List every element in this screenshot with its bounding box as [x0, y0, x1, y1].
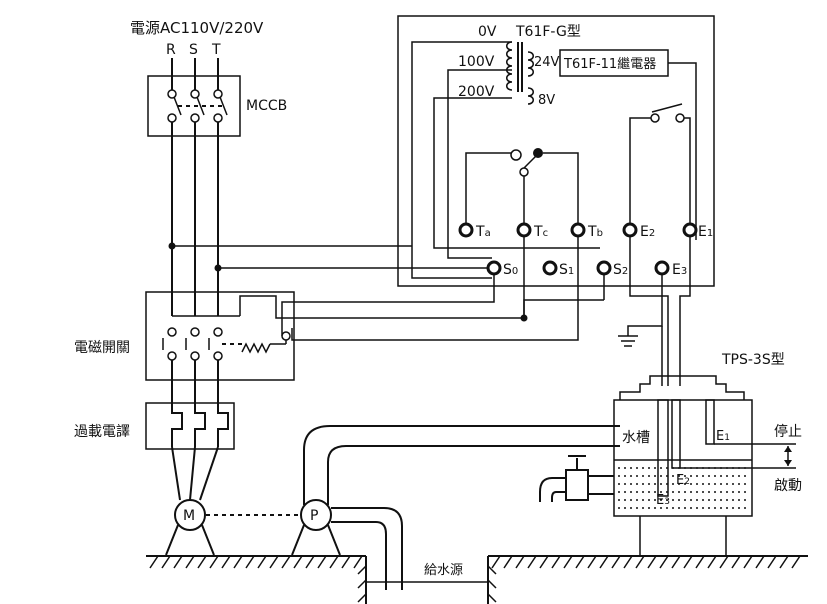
level-markers — [680, 443, 796, 469]
magnetic-contactor — [145, 291, 295, 381]
terminal-e1-label: E1 — [698, 224, 713, 240]
terminal-s1-label: S1 — [559, 262, 574, 278]
phase-lines-lower — [171, 360, 219, 405]
terminal-e2 — [622, 222, 638, 238]
terminal-e3-label: E3 — [672, 262, 687, 278]
relay-inner-label: T61F-11繼電器 — [563, 57, 656, 72]
tank-electrode-e2-label: E2 — [676, 473, 690, 488]
terminal-tc — [516, 222, 532, 238]
tank-electrode-e1-label: E1 — [716, 429, 730, 444]
motor-symbol — [165, 499, 215, 556]
relay-box — [397, 15, 715, 287]
water-source-label: 給水源 — [424, 563, 463, 578]
overload-label: 過載電譯 — [74, 424, 130, 440]
terminal-tc-label: Tc — [533, 224, 548, 240]
terminal-tb-label: Tb — [587, 224, 603, 240]
terminal-e2-label: E2 — [640, 224, 655, 240]
discharge-pipe — [303, 425, 620, 505]
faucet-icon — [539, 455, 614, 502]
terminal-s2 — [596, 260, 612, 276]
mccb-label: MCCB — [246, 98, 287, 114]
terminal-s0 — [486, 260, 502, 276]
terminal-s2-label: S2 — [613, 262, 628, 278]
terminal-s1 — [542, 260, 558, 276]
terminal-ta — [458, 222, 474, 238]
switch-contact — [465, 148, 579, 224]
electrode-rods — [657, 399, 715, 497]
pump-label: P — [310, 508, 318, 524]
tank-electrode-e3-label: E3 — [656, 493, 670, 508]
pump-symbol — [291, 499, 341, 556]
start-label: 啟動 — [774, 478, 802, 494]
electrode-holder — [619, 375, 745, 400]
relay-voltage-24v: 24V — [534, 55, 560, 70]
relay-voltage-100v: 100V — [458, 54, 495, 70]
terminal-s0-label: S0 — [503, 262, 518, 278]
terminal-e1 — [682, 222, 698, 238]
contactor-label: 電磁開關 — [74, 340, 130, 356]
phase-lines-middle — [171, 122, 219, 316]
terminal-tb — [570, 222, 586, 238]
relay-model-label: T61F-G型 — [515, 24, 581, 40]
stop-label: 停止 — [774, 423, 802, 440]
motor-label: M — [183, 508, 195, 524]
relay-voltage-0v: 0V — [478, 24, 497, 40]
phase-s-label: S — [189, 42, 198, 58]
phase-lines — [171, 58, 219, 90]
relay-contact-top — [629, 103, 691, 232]
suction-pipe — [331, 507, 403, 590]
tank-label: 水槽 — [622, 430, 650, 446]
ground-floor — [146, 555, 808, 604]
transformer-symbol — [506, 41, 534, 105]
control-wiring — [172, 236, 691, 386]
tank-model-label: TPS-3S型 — [721, 352, 785, 368]
terminal-e3 — [654, 260, 670, 276]
power-source-label: 電源AC110V/220V — [130, 19, 264, 37]
phase-r-label: R — [166, 42, 176, 58]
terminal-ta-label: Ta — [475, 224, 491, 240]
relay-voltage-200v: 200V — [458, 84, 495, 100]
relay-voltage-8v: 8V — [538, 93, 555, 108]
overload-relay — [145, 402, 235, 450]
motor-feed-lines — [171, 446, 219, 501]
phase-t-label: T — [211, 42, 221, 58]
